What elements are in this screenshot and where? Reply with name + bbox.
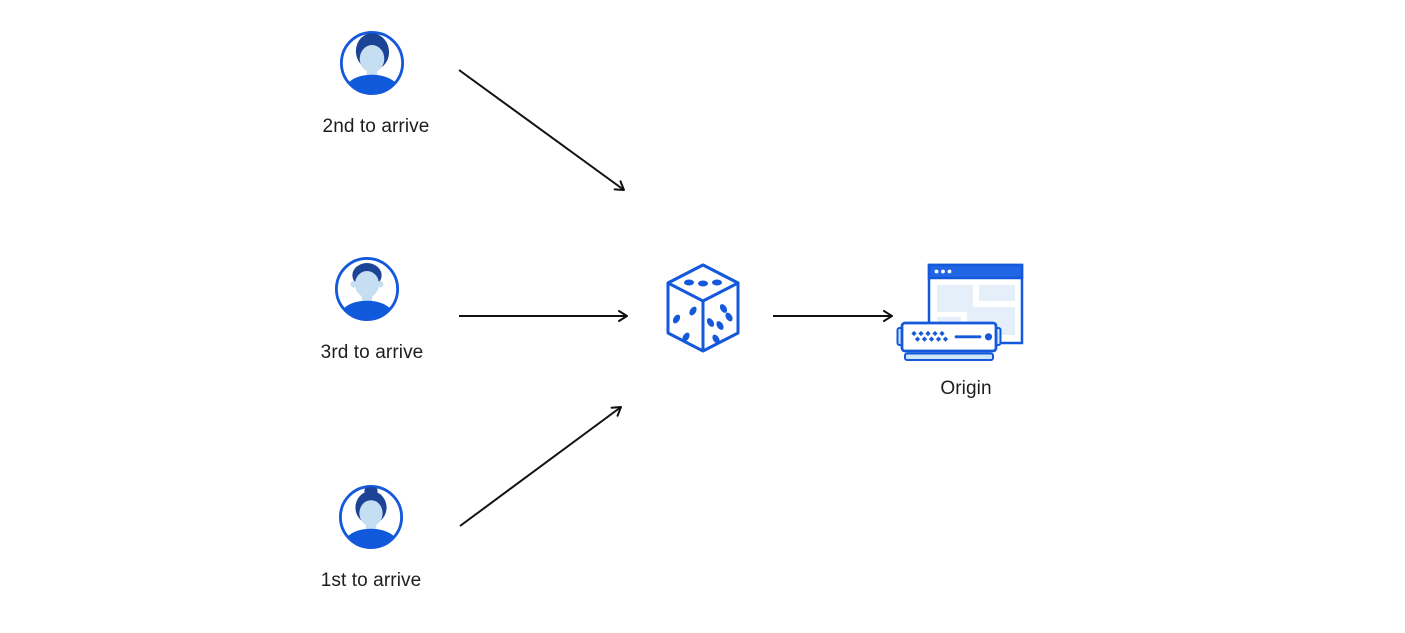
user-label-1st: 1st to arrive [320,570,422,591]
person-avatar-female-bun-icon [338,484,404,550]
user-label-2nd: 2nd to arrive [322,116,430,137]
dice-node [665,262,741,359]
person-avatar-male-quiff-icon [339,30,405,96]
user-label-3rd: 3rd to arrive [320,342,424,363]
arrow-user-1st-to-dice [459,406,622,527]
user-node-3rd [333,255,401,328]
server-icon [896,321,1002,361]
person-avatar-male-short-hair-icon [334,256,400,322]
origin-label: Origin [940,378,992,399]
user-node-1st [337,483,405,556]
dice-icon [666,263,740,353]
arrow-user-2nd-to-dice [458,69,625,191]
origin-node [896,262,1028,371]
user-node-2nd [338,29,406,102]
server-diamond-pattern [911,330,949,342]
browser-window-and-server-icon [896,263,1024,361]
